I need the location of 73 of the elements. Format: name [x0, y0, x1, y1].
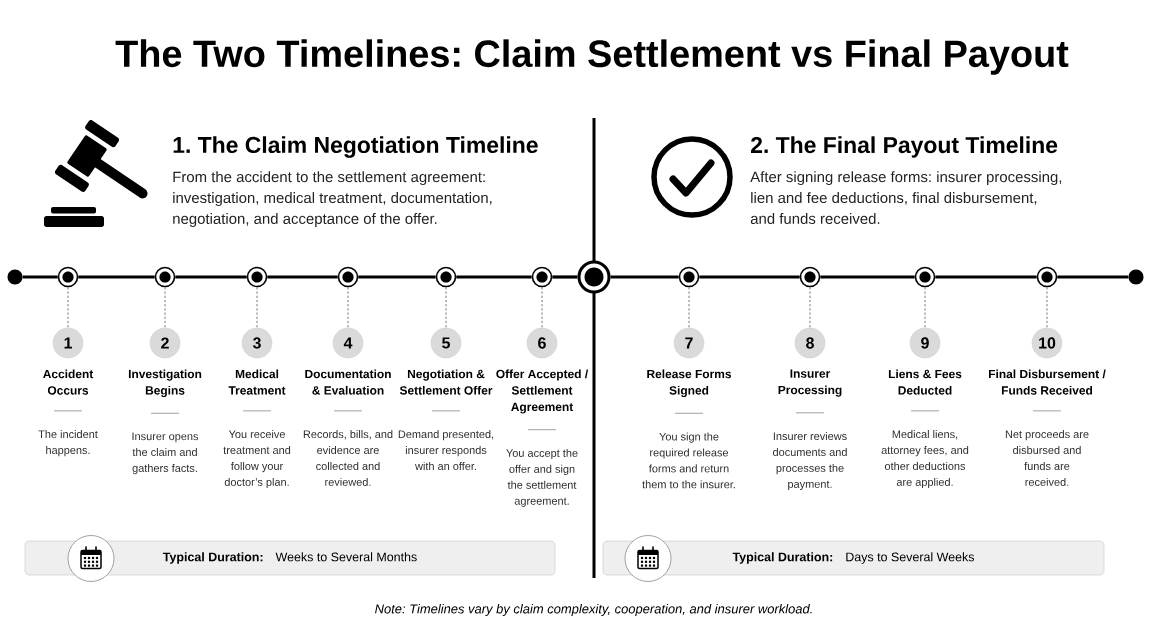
section-description: After signing release forms: insurer processing, lien and fee deductions, final disbursement, and funds received. — [750, 171, 1062, 224]
timeline-line — [22, 275, 58, 279]
section-heading: 1. The Claim Negotiation Timeline — [173, 136, 538, 158]
timeline-line — [1057, 275, 1129, 279]
timeline-marker — [337, 266, 359, 288]
timeline-marker — [799, 266, 821, 288]
step-title: Accident Occurs — [43, 369, 94, 395]
dashed-connector — [347, 286, 349, 329]
number-badge: 5 — [430, 327, 462, 359]
dashed-connector — [445, 286, 447, 329]
timeline-endpoint — [7, 269, 23, 285]
timeline-marker — [678, 266, 700, 288]
timeline-marker — [57, 266, 79, 288]
footnote: Note: Timelines vary by claim complexity, cooperation, and insurer workload. — [375, 603, 812, 617]
center-marker — [577, 260, 611, 294]
dashed-connector — [164, 286, 166, 329]
step-description: You sign the required release forms and return them to the insurer. — [642, 432, 735, 489]
timeline-line — [78, 275, 155, 279]
dashed-connector — [1046, 286, 1048, 329]
number-badge: 4 — [332, 327, 364, 359]
dashed-connector — [256, 286, 258, 329]
timeline-line — [358, 275, 436, 279]
timeline-line — [610, 275, 679, 279]
timeline-line — [456, 275, 532, 279]
timeline-endpoint — [1128, 269, 1144, 285]
timeline-marker — [154, 266, 176, 288]
timeline-line — [267, 275, 338, 279]
title: The Two Timelines: Claim Settlement vs Final Payout — [115, 39, 1069, 75]
timeline-line — [699, 275, 800, 279]
step-title: Final Disbursement / Funds Received — [989, 369, 1106, 395]
step-title: Release Forms Signed — [647, 369, 731, 398]
duration-bar: Typical Duration: Days to Several Weeks — [602, 540, 1105, 576]
number-badge: 7 — [673, 327, 705, 359]
dashed-connector — [67, 286, 69, 329]
timeline-line — [175, 275, 247, 279]
timeline-line — [820, 275, 915, 279]
step-title: Insurer Processing — [778, 369, 842, 397]
step-description: Records, bills, and evidence are collected and reviewed. — [303, 430, 393, 486]
timeline-marker — [1036, 266, 1058, 288]
section-description: From the accident to the settlement agreement: investigation, medical treatment, documentation, negotiation, and acceptance of the offer. — [173, 171, 492, 227]
section-heading: 2. The Final Payout Timeline — [751, 136, 1058, 158]
duration-bar: Typical Duration: Weeks to Several Months — [24, 540, 556, 576]
step-title: Negotiation & Settlement Offer — [399, 369, 493, 395]
step-title: Medical Treatment — [228, 369, 286, 395]
step-description: Insurer opens the claim and gathers facts. — [132, 432, 199, 475]
timeline-line — [935, 275, 1037, 279]
step-description: Demand presented, insurer responds with an offer. — [398, 430, 494, 470]
dashed-connector — [924, 286, 926, 329]
number-badge: 1 — [52, 327, 84, 359]
step-description: Insurer reviews documents and processes the payment. — [773, 432, 847, 491]
step-description: Net proceeds are disbursed and funds are received. — [1005, 430, 1089, 486]
step-description: You receive treatment and follow your doctor’s plan. — [223, 430, 291, 489]
dashed-connector — [809, 286, 811, 329]
timeline-marker — [914, 266, 936, 288]
number-badge: 10 — [1031, 327, 1063, 359]
step-title: Liens & Fees Deducted — [888, 369, 962, 395]
step-title: Offer Accepted / Settlement Agreement — [496, 369, 589, 414]
step-description: The incident happens. — [38, 430, 98, 457]
number-badge: 6 — [526, 327, 558, 359]
step-title: Documentation & Evaluation — [305, 369, 391, 395]
number-badge: 9 — [909, 327, 941, 359]
dashed-connector — [541, 286, 543, 329]
timeline-marker — [531, 266, 553, 288]
step-description: Medical liens, attorney fees, and other deductions are applied. — [881, 430, 969, 489]
step-title: Investigation Begins — [128, 369, 202, 398]
timeline-marker — [246, 266, 268, 288]
timeline-marker — [435, 266, 457, 288]
number-badge: 3 — [241, 327, 273, 359]
timeline-line — [552, 275, 578, 279]
dashed-connector — [688, 286, 690, 329]
number-badge: 8 — [794, 327, 826, 359]
number-badge: 2 — [149, 327, 181, 359]
step-description: You accept the offer and sign the settlement agreement. — [506, 448, 578, 507]
